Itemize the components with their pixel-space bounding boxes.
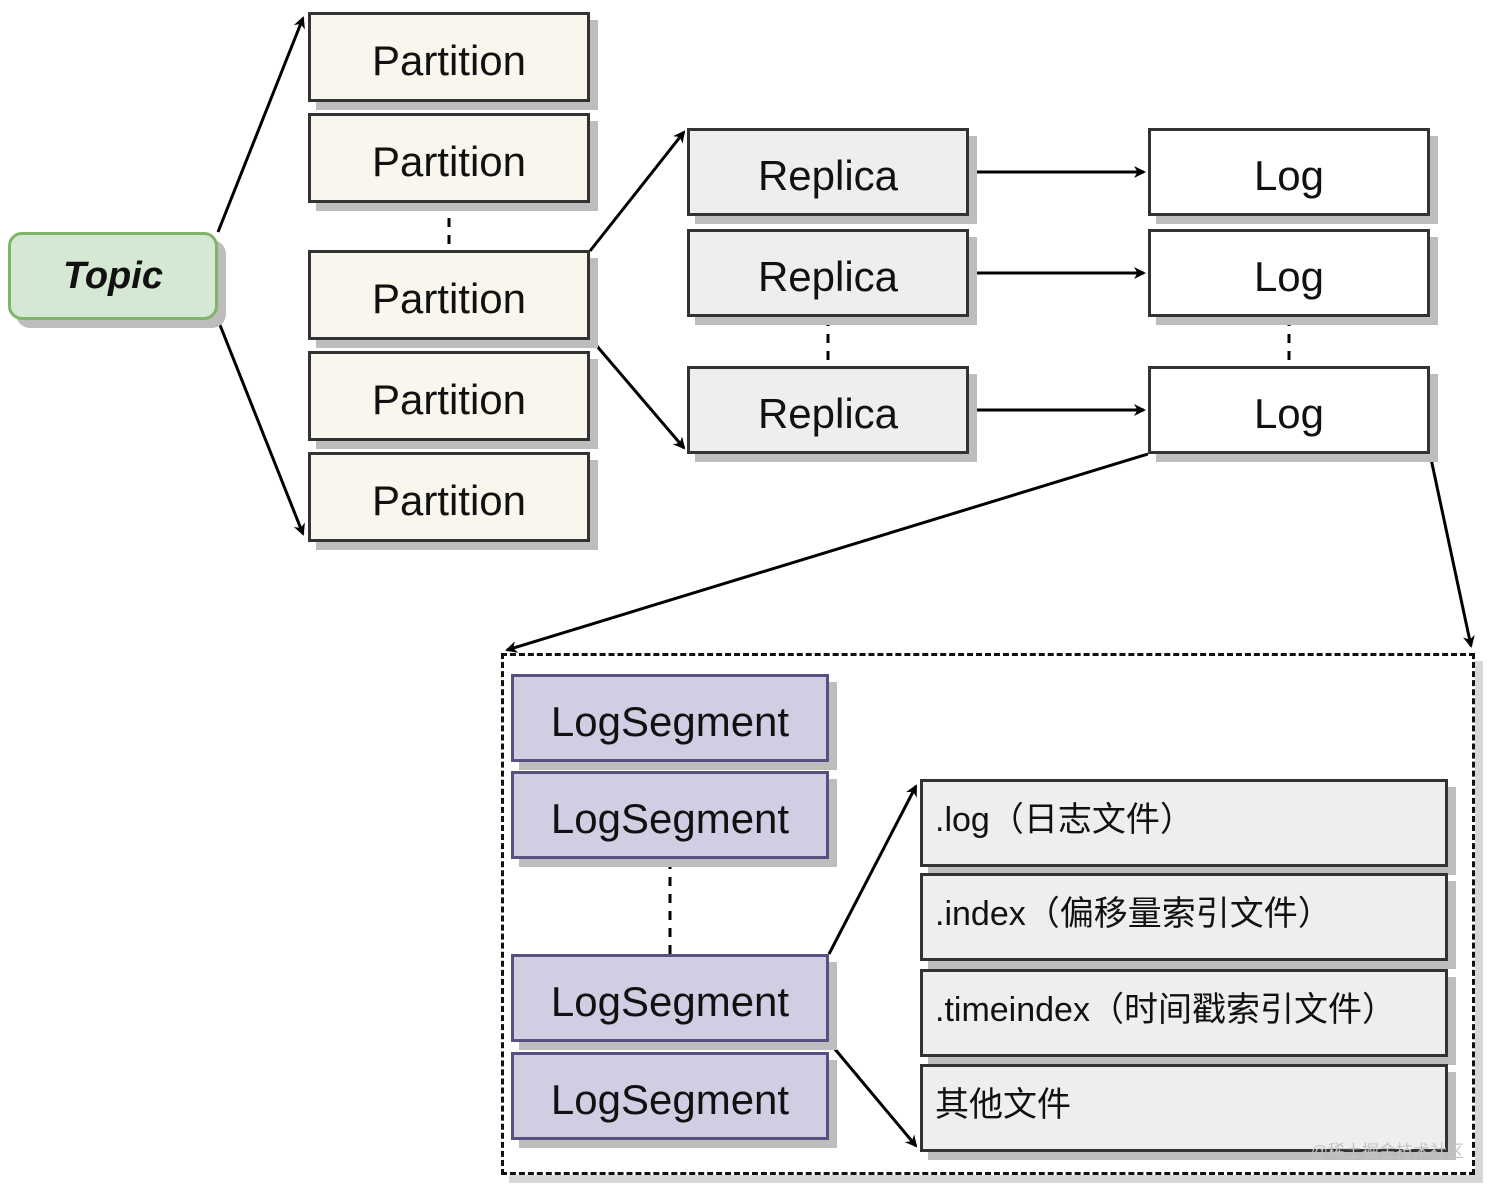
log-segment-label: LogSegment — [550, 1076, 790, 1123]
segment-file-label: .timeindex（时间戳索引文件） — [935, 991, 1396, 1029]
log-segment-node: LogSegment — [511, 674, 829, 762]
log-node: Log — [1148, 229, 1430, 317]
log-segment-container — [501, 653, 1475, 1175]
log-label: Log — [1253, 390, 1325, 437]
partition-node: Partition — [308, 250, 590, 340]
replica-node: Replica — [687, 128, 969, 216]
segment-file-label: .index（偏移量索引文件） — [935, 895, 1332, 933]
replica-label: Replica — [757, 152, 899, 199]
edge-partition-to-first-replica — [588, 130, 686, 252]
topic-node: Topic — [8, 232, 218, 320]
partition-node: Partition — [308, 113, 590, 203]
edge-log-to-container-left — [505, 452, 1149, 653]
replica-label: Replica — [757, 390, 899, 437]
partition-label: Partition — [371, 138, 527, 185]
partition-node: Partition — [308, 452, 590, 542]
segment-file-node: .log（日志文件） — [920, 779, 1448, 867]
partition-label: Partition — [371, 275, 527, 322]
edge-topic-to-last-partition — [216, 319, 305, 536]
partition-label: Partition — [371, 477, 527, 524]
partition-node: Partition — [308, 12, 590, 102]
segment-file-label: 其他文件 — [935, 1086, 1071, 1124]
log-label: Log — [1253, 152, 1325, 199]
log-node: Log — [1148, 366, 1430, 454]
log-segment-node: LogSegment — [511, 771, 829, 859]
log-segment-node: LogSegment — [511, 954, 829, 1042]
log-segment-label: LogSegment — [550, 795, 790, 842]
edge-segment-to-first-file — [827, 784, 918, 955]
segment-file-node: 其他文件 — [920, 1064, 1448, 1152]
segment-file-node: .timeindex（时间戳索引文件） — [920, 969, 1448, 1057]
replica-node: Replica — [687, 366, 969, 454]
partition-label: Partition — [371, 37, 527, 84]
partition-label: Partition — [371, 376, 527, 423]
partition-node: Partition — [308, 351, 590, 441]
log-segment-label: LogSegment — [550, 698, 790, 745]
log-node: Log — [1148, 128, 1430, 216]
log-segment-label: LogSegment — [550, 978, 790, 1025]
log-segment-node: LogSegment — [511, 1052, 829, 1140]
topic-label: Topic — [63, 255, 163, 297]
replica-label: Replica — [757, 253, 899, 300]
edge-partition-to-last-replica — [588, 337, 686, 450]
log-label: Log — [1253, 253, 1325, 300]
edge-topic-to-first-partition — [216, 16, 305, 233]
segment-file-node: .index（偏移量索引文件） — [920, 873, 1448, 961]
segment-file-label: .log（日志文件） — [935, 801, 1194, 839]
edge-segment-to-last-file — [827, 1041, 918, 1148]
watermark: @稀土掘金技术社区 — [1310, 1142, 1464, 1161]
replica-node: Replica — [687, 229, 969, 317]
edge-log-to-container-right — [1428, 453, 1475, 648]
